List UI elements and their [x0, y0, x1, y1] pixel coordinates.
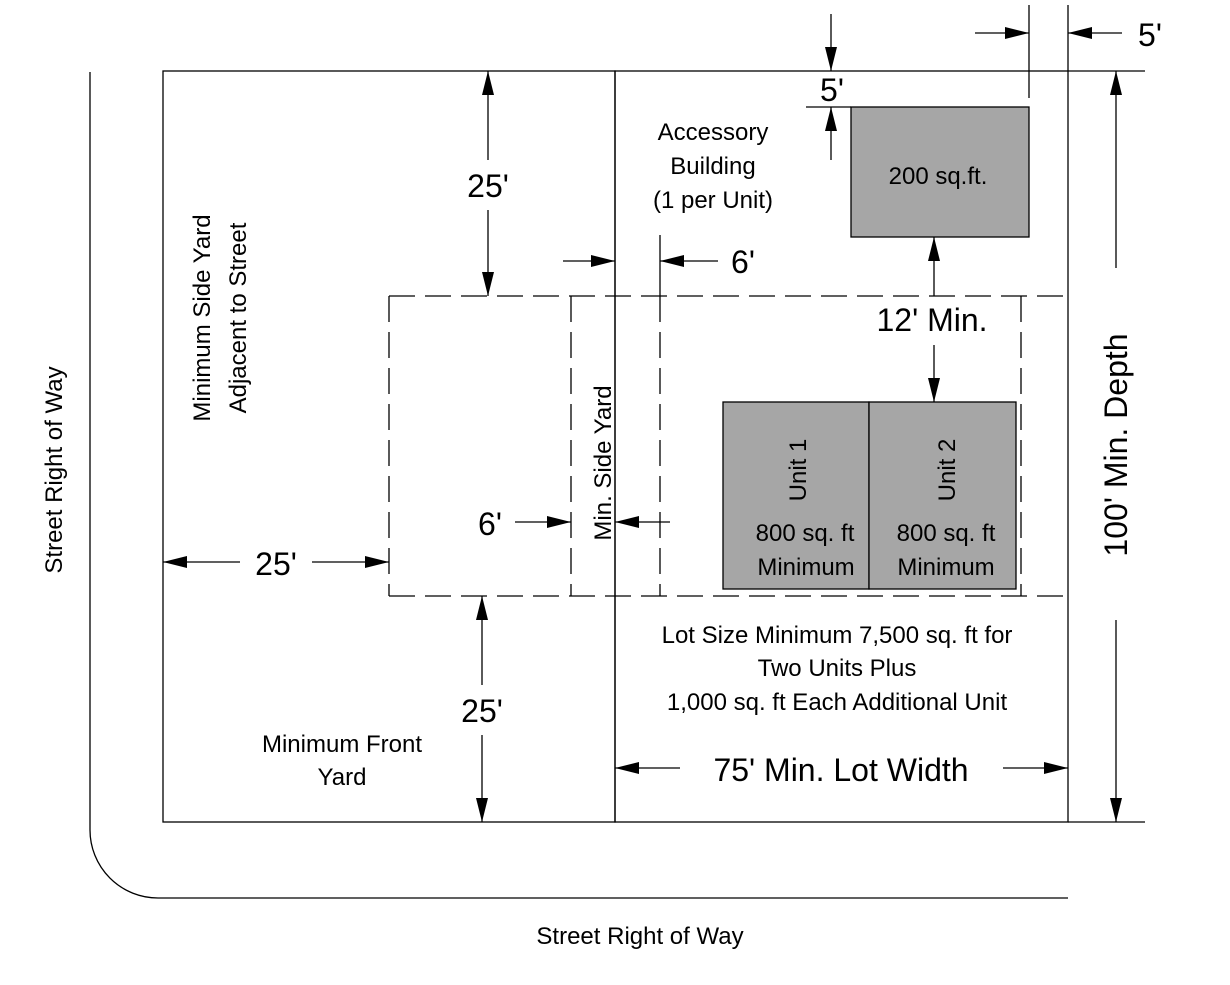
lot-size-line1: Lot Size Minimum 7,500 sq. ft for [662, 622, 1013, 649]
accessory-rear-gap-value: 5' [820, 72, 844, 108]
side-yard-street-label-line2: Adjacent to Street [225, 222, 252, 413]
building-envelope [388, 295, 1068, 597]
lot-size-line2: Two Units Plus [758, 655, 917, 682]
unit-1-area: 800 sq. ft [756, 520, 855, 547]
accessory-side-gap-dimension [563, 235, 718, 296]
street-side-setback-dimension [163, 556, 389, 568]
street-row-bottom-label: Street Right of Way [536, 923, 743, 950]
building-separation-value: 12' Min. [876, 302, 987, 338]
interior-lot-outline [614, 70, 1069, 823]
accessory-right-gap-dimension [975, 5, 1122, 98]
building-separation-dimension [928, 237, 940, 402]
front-yard-label-line2: Yard [318, 764, 367, 791]
front-yard-label-line1: Minimum Front [262, 731, 422, 758]
unit-2-building [868, 401, 1017, 590]
lot-width-dimension [615, 762, 1068, 774]
rear-setback-value: 25' [467, 168, 509, 204]
accessory-building [850, 106, 1030, 238]
lot-depth-dimension [1068, 70, 1145, 823]
accessory-rear-gap-dimension [806, 14, 851, 160]
unit-2-name: Unit 2 [934, 439, 961, 502]
street-row-left-label: Street Right of Way [41, 366, 68, 573]
interior-side-setback-dimension [515, 516, 670, 528]
street-row-edge [89, 72, 1068, 899]
accessory-label-line1: Accessory [658, 119, 769, 146]
front-setback-value: 25' [461, 693, 503, 729]
accessory-label-line3: (1 per Unit) [653, 187, 773, 214]
side-yard-street-label-line1: Minimum Side Yard [189, 214, 216, 421]
lot-depth-value: 100' Min. Depth [1098, 333, 1134, 556]
accessory-right-gap-value: 5' [1138, 17, 1162, 53]
unit-1-minimum: Minimum [757, 554, 854, 581]
unit-1-building [722, 401, 870, 590]
accessory-side-gap-value: 6' [731, 244, 755, 280]
rear-setback-dimension [482, 71, 494, 296]
front-setback-dimension [476, 596, 488, 822]
unit-2-area: 800 sq. ft [897, 520, 996, 547]
interior-side-setback-value: 6' [478, 506, 502, 542]
accessory-area-label: 200 sq.ft. [889, 163, 988, 190]
unit-2-minimum: Minimum [897, 554, 994, 581]
lot-size-line3: 1,000 sq. ft Each Additional Unit [667, 689, 1008, 716]
accessory-label-line2: Building [670, 153, 755, 180]
lot-width-value: 75' Min. Lot Width [713, 752, 968, 788]
min-side-yard-label: Min. Side Yard [590, 385, 617, 540]
unit-1-name: Unit 1 [785, 439, 812, 502]
street-side-setback-value: 25' [255, 546, 297, 582]
